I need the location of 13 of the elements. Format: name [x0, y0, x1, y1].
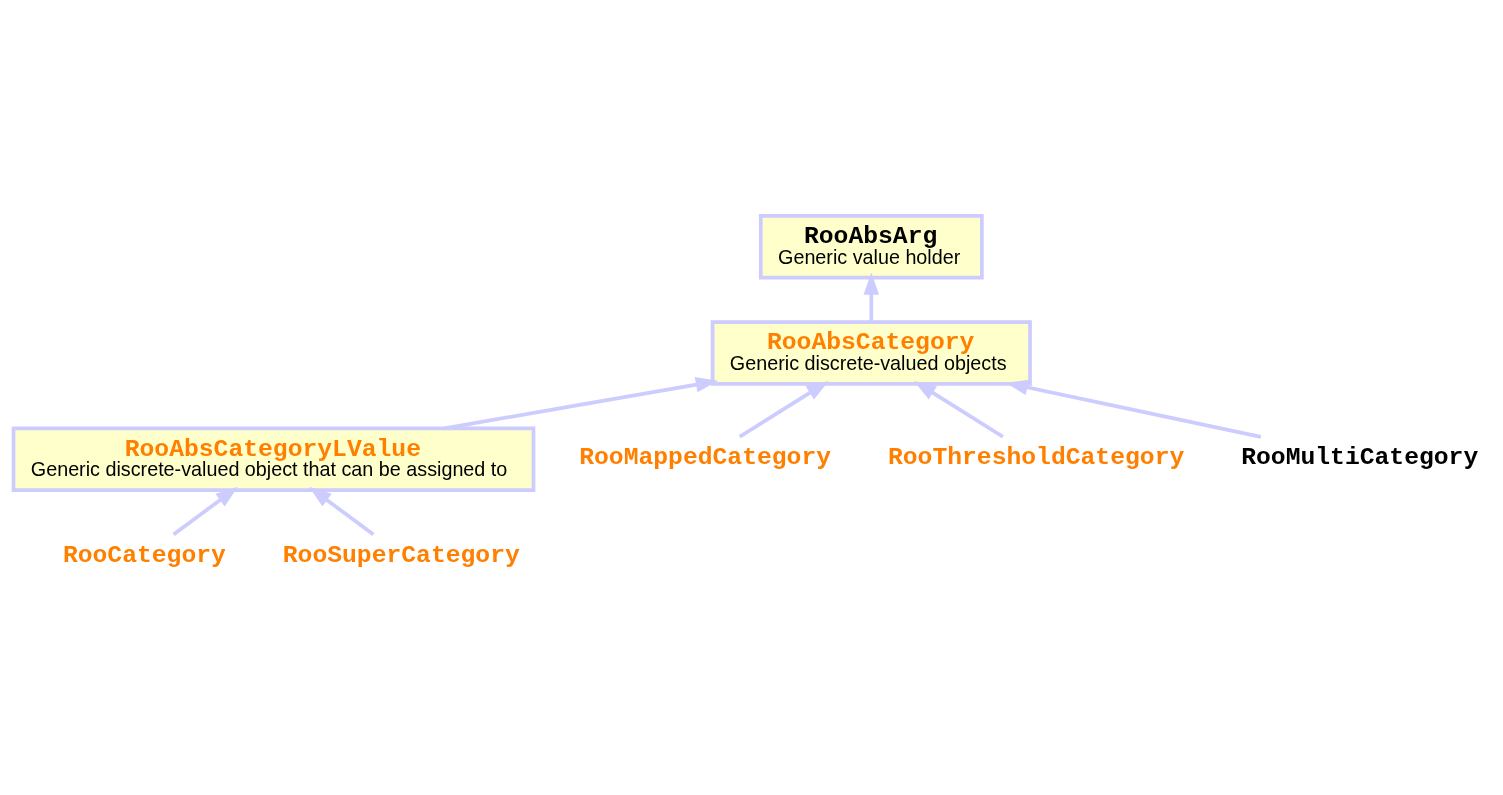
- node-box: RooAbsCategory Generic discrete-valued objects: [710, 320, 1032, 386]
- node-text: RooMappedCategory: [579, 443, 832, 472]
- node-text: RooMultiCategory: [1241, 443, 1479, 472]
- node-text: RooThresholdCategory: [887, 443, 1185, 472]
- node-box: RooAbsCategoryLValue Generic discrete-valued object that can be assigned to: [11, 426, 536, 492]
- arrow: [863, 272, 880, 322]
- node-box: RooAbsArg Generic value holder: [758, 214, 984, 280]
- node-text: RooSuperCategory: [282, 540, 520, 569]
- arrow: [738, 380, 829, 439]
- node-text: RooCategory: [62, 540, 226, 569]
- arrow: [172, 486, 238, 536]
- arrow: [913, 380, 1004, 439]
- arrow: [309, 486, 375, 536]
